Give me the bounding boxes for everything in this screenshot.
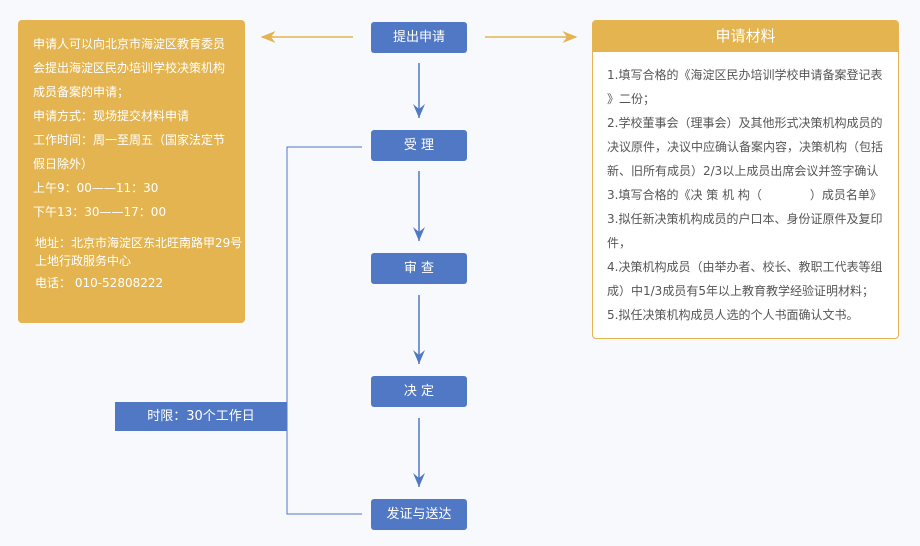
info-line: 成员备案的申请； (33, 85, 130, 99)
info-line: 会提出海淀区民办培训学校决策机构 (33, 61, 226, 75)
info-line: 申请方式：现场提交材料申请 (33, 109, 190, 123)
address-line: 上地行政服务中心 (35, 254, 132, 268)
material-line: 成）中1/3成员有5年以上教育教学经验证明材料； (607, 284, 874, 298)
material-line: 3.拟任新决策机构成员的户口本、身份证原件及复印 (607, 212, 883, 226)
info-line: 假日除外） (33, 157, 94, 171)
address-line: 地址：北京市海淀区东北旺南路甲29号 (35, 236, 243, 250)
phone: 电话： 010-52808222 (35, 276, 164, 290)
time-bracket (286, 146, 362, 515)
step-submit-application: 提出申请 (371, 22, 467, 53)
step-accept: 受 理 (371, 130, 467, 161)
material-line: 件， (607, 236, 632, 250)
material-line: 》二份； (607, 92, 656, 106)
info-line: 上午9：00——11：30 (33, 181, 159, 195)
contact-info-panel: 申请人可以向北京市海淀区教育委员 会提出海淀区民办培训学校决策机构 成员备案的申… (18, 20, 245, 323)
time-limit-label: 时限：30个工作日 (115, 402, 287, 431)
material-line: 5.拟任决策机构成员人选的个人书面确认文书。 (607, 308, 859, 322)
material-line: 决议原件，决议中应确认备案内容，决策机构（包括 (607, 140, 884, 154)
info-line: 下午13：30——17：00 (33, 205, 167, 219)
step-issue-and-deliver: 发证与送达 (371, 499, 467, 530)
material-line: 1.填写合格的《海淀区民办培训学校申请备案登记表 (607, 68, 883, 82)
materials-title: 申请材料 (593, 21, 898, 52)
materials-panel: 申请材料 1.填写合格的《海淀区民办培训学校申请备案登记表 》二份； 2.学校董… (592, 20, 899, 339)
material-line: 2.学校董事会（理事会）及其他形式决策机构成员的 (607, 116, 883, 130)
info-line: 申请人可以向北京市海淀区教育委员 (33, 37, 226, 51)
step-review: 审 查 (371, 253, 467, 284)
material-line: 新、旧所有成员）2/3以上成员出席会议并签字确认 (607, 164, 879, 178)
step-decide: 决 定 (371, 376, 467, 407)
info-line: 工作时间：周一至周五（国家法定节 (33, 133, 226, 147)
material-line: 3.填写合格的《决 策 机 构（ ）成员名单》 (607, 188, 882, 202)
material-line: 4.决策机构成员（由举办者、校长、教职工代表等组 (607, 260, 883, 274)
